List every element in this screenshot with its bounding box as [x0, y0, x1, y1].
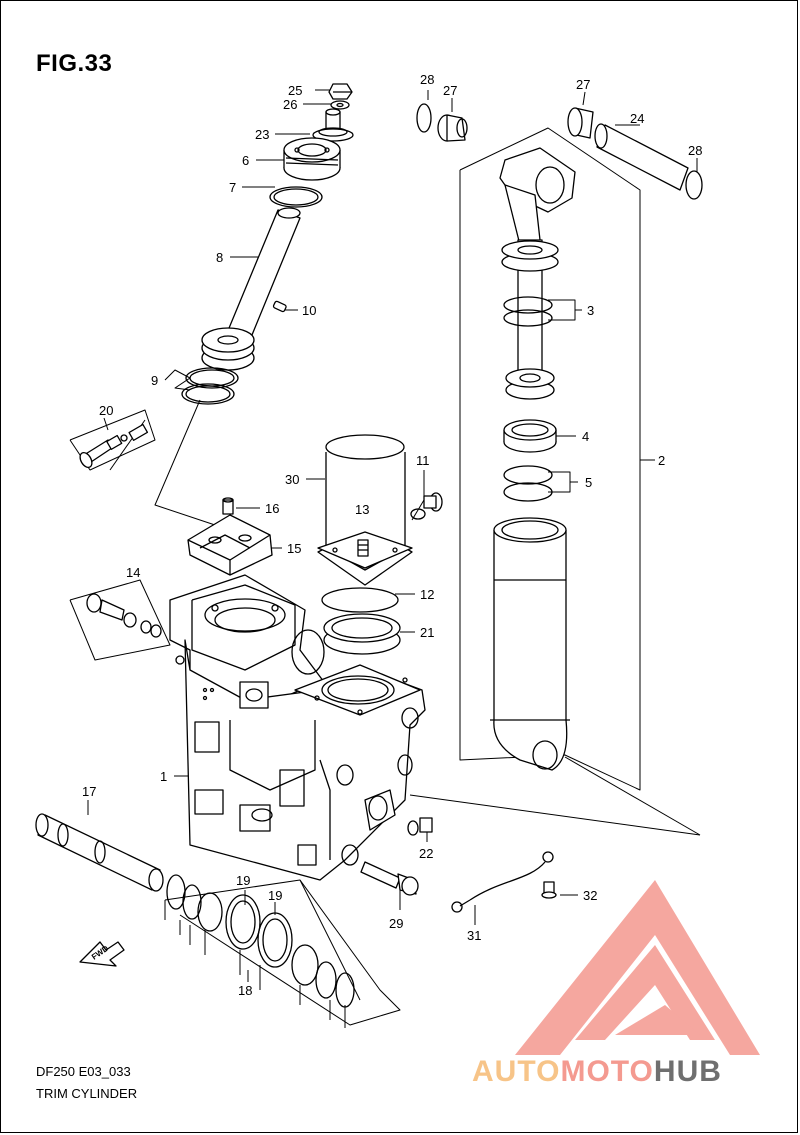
piston-4	[503, 419, 557, 453]
filter-21	[323, 613, 401, 655]
callout-19-b: 19	[268, 888, 282, 903]
callout-20: 20	[99, 403, 113, 418]
snap-ring-28-left	[416, 103, 432, 133]
callout-12: 12	[420, 587, 434, 602]
brand-part-1: AUTO	[472, 1055, 561, 1088]
o-rings-5	[503, 465, 553, 502]
callout-29: 29	[389, 916, 403, 931]
cylinder-body	[490, 517, 570, 771]
pin-10	[272, 300, 287, 313]
callout-22: 22	[419, 846, 433, 861]
callout-11: 11	[416, 453, 430, 468]
fwd-arrow-icon: FWD	[79, 941, 125, 967]
shaft-17	[35, 813, 164, 892]
o-rings-3	[503, 296, 553, 327]
callout-6: 6	[242, 153, 249, 168]
manifold-plate-15	[187, 514, 273, 576]
fitting-23	[312, 108, 354, 142]
callout-13: 13	[355, 502, 369, 517]
callout-19-a: 19	[236, 873, 250, 888]
bushing-27-left	[437, 114, 468, 142]
washer-19-a	[225, 894, 261, 950]
callout-1: 1	[160, 769, 167, 784]
bracket-part-14	[69, 579, 171, 661]
callout-28-b: 28	[688, 143, 702, 158]
callout-8: 8	[216, 250, 223, 265]
callout-27-b: 27	[576, 77, 590, 92]
brand-part-3: HUB	[653, 1055, 722, 1088]
washer-19-b	[257, 912, 293, 968]
plug-11	[410, 492, 443, 520]
diagram-name: TRIM CYLINDER	[36, 1086, 138, 1101]
o-ring-12	[321, 587, 399, 613]
valve-14	[86, 593, 162, 638]
bolt-22	[407, 817, 433, 836]
piston-9	[201, 327, 255, 371]
brand-part-2: MOTO	[560, 1055, 654, 1088]
bolt-25	[328, 83, 353, 100]
callout-9: 9	[151, 373, 158, 388]
bushing-27-right	[567, 107, 594, 139]
callout-10: 10	[302, 303, 316, 318]
bolt-29	[360, 861, 419, 896]
pin-24	[594, 123, 689, 191]
callout-30: 30	[285, 472, 299, 487]
bolt-13	[357, 539, 369, 557]
watermark-logo	[515, 880, 760, 1055]
cap-6	[283, 137, 341, 181]
snap-ring-28-right	[685, 170, 703, 200]
brand-watermark-text: AUTOMOTOHUB	[472, 1055, 722, 1089]
callout-24: 24	[630, 111, 644, 126]
seals-18	[166, 874, 355, 1008]
callout-28-a: 28	[420, 72, 434, 87]
trim-rod-eye	[499, 147, 576, 246]
callout-32: 32	[583, 888, 597, 903]
valve-16	[222, 497, 234, 515]
callout-7: 7	[229, 180, 236, 195]
diagram-code: DF250 E03_033	[36, 1064, 131, 1079]
valve-20	[79, 423, 149, 469]
cable-31	[451, 851, 554, 913]
callout-18: 18	[238, 983, 252, 998]
o-ring-7	[269, 186, 323, 208]
callout-3: 3	[587, 303, 594, 318]
callout-5: 5	[585, 475, 592, 490]
callout-17: 17	[82, 784, 96, 799]
callout-labels: 1 2 3 4 5 6 7 8 9 10 11 12 13 14 15 16 1…	[82, 72, 702, 998]
callout-26: 26	[283, 97, 297, 112]
housing-1	[169, 574, 426, 881]
callout-27-a: 27	[443, 83, 457, 98]
callout-15: 15	[287, 541, 301, 556]
bracket-part-2	[459, 127, 641, 791]
callout-16: 16	[265, 501, 279, 516]
callout-21: 21	[420, 625, 434, 640]
callout-31: 31	[467, 928, 481, 943]
screw-32	[541, 881, 557, 899]
callout-4: 4	[582, 429, 589, 444]
o-rings-9	[181, 367, 239, 405]
callout-23: 23	[255, 127, 269, 142]
callout-25: 25	[288, 83, 302, 98]
callout-14: 14	[126, 565, 140, 580]
figure-title: FIG.33	[36, 50, 113, 77]
washer-26	[330, 100, 350, 110]
callout-2: 2	[658, 453, 665, 468]
